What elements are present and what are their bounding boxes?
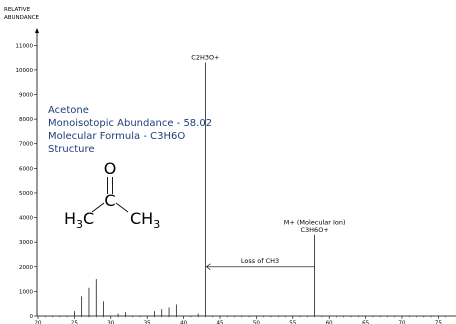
y-tick-label: 3000 [19,240,33,246]
y-ticks: 0 1000 2000 3000 4000 5000 6000 7000 8000 9000 100… [16,43,37,320]
right-methyl: CH3 [130,209,160,231]
loss-arrow-group: Loss of CH3 [205,257,315,271]
x-tick-label: 70 [399,321,406,324]
y-tick-label: 6000 [19,166,33,172]
oxygen-atom: O [104,159,117,178]
x-tick-label: 60 [326,321,333,324]
y-axis-label-line2: ABUNDANCE [4,15,40,21]
peak-label: C3H6O+ [301,226,329,234]
x-tick-label: 20 [35,321,42,324]
x-ticks: 20 25 30 35 40 45 50 55 60 65 70 75 [35,316,446,324]
y-axis-arrow [35,28,39,33]
x-tick-label: 55 [289,321,296,324]
peak-labels: C2H3O+ M+ (Molecular Ion)C3H6O+ [191,54,345,234]
bond-right [115,202,129,213]
y-tick-label: 10000 [16,68,34,74]
y-tick-label: 5000 [19,191,33,197]
compound-formula: Molecular Formula - C3H6O [48,131,185,142]
loss-arrow-head [205,263,211,271]
compound-info: Acetone Monoisotopic Abundance - 58.02 M… [48,105,212,155]
peak-label: M+ (Molecular Ion) [284,218,346,226]
compound-abundance: Monoisotopic Abundance - 58.02 [48,118,212,129]
carbonyl-carbon: C [104,191,115,210]
bond-left [91,202,105,213]
y-tick-label: 7000 [19,142,33,148]
x-tick-label: 40 [180,321,187,324]
y-tick-label: 11000 [16,43,34,49]
y-tick-label: 1000 [19,289,33,295]
compound-name: Acetone [48,105,89,116]
x-tick-label: 25 [71,321,78,324]
y-tick-label: 2000 [19,265,33,271]
x-tick-label: 30 [107,321,114,324]
x-tick-label: 35 [144,321,151,324]
peaks [74,62,315,316]
y-tick-label: 0 [30,314,34,320]
x-tick-label: 75 [435,321,442,324]
y-tick-label: 9000 [19,93,33,99]
left-methyl: H3C [64,209,94,231]
y-axis-label-line1: RELATIVE [4,7,31,13]
compound-structure-label: Structure [48,144,95,155]
x-tick-label: 45 [217,321,224,324]
peak-label: C2H3O+ [191,54,219,62]
y-tick-label: 4000 [19,216,33,222]
y-tick-label: 8000 [19,117,33,123]
x-tick-label: 50 [253,321,260,324]
acetone-structure: O C H3C CH3 [64,159,160,231]
x-tick-label: 65 [362,321,369,324]
loss-arrow-label: Loss of CH3 [241,257,279,265]
